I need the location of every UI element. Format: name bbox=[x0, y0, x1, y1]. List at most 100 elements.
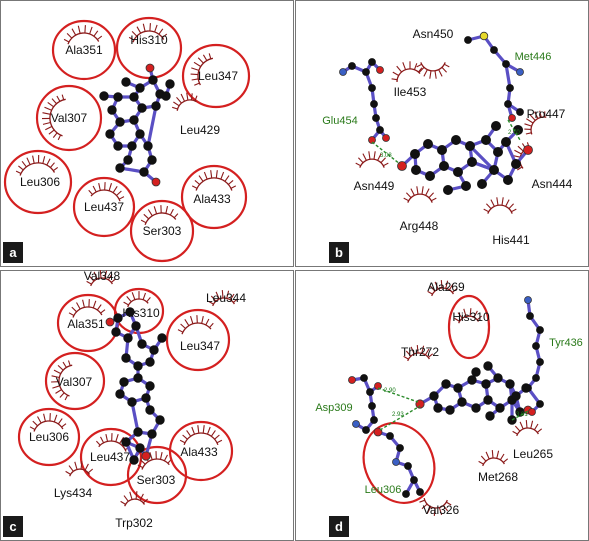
lash-spike bbox=[229, 293, 235, 301]
residue-val326-d: Val326 bbox=[423, 503, 460, 517]
atom bbox=[464, 36, 472, 44]
atom bbox=[467, 375, 477, 385]
lash-spike bbox=[419, 67, 425, 73]
atom bbox=[492, 146, 503, 157]
lash-spike bbox=[227, 179, 234, 185]
atom bbox=[500, 136, 511, 147]
lash-spike bbox=[198, 175, 204, 182]
lash-spike bbox=[355, 162, 361, 167]
lash-spike bbox=[416, 186, 419, 195]
atom bbox=[429, 391, 439, 401]
ring-ala351 bbox=[51, 19, 117, 81]
panel-a-label: a bbox=[9, 245, 17, 260]
residue-ala351-a: Ala351 bbox=[65, 43, 103, 57]
lash-spike bbox=[423, 69, 428, 77]
lash-spike bbox=[99, 270, 102, 279]
lash-spike bbox=[87, 468, 94, 474]
lash-spike bbox=[52, 166, 59, 172]
lash-spike bbox=[176, 96, 182, 104]
lash-spike bbox=[209, 322, 214, 328]
lash-spike bbox=[52, 385, 60, 389]
panel-b-label-box bbox=[329, 242, 349, 263]
atom bbox=[121, 437, 131, 447]
lash-spike bbox=[92, 185, 97, 193]
residue-met446-b-sticks bbox=[464, 31, 524, 122]
lash-spike bbox=[44, 106, 52, 111]
lash-spike bbox=[123, 301, 129, 306]
lash-spike bbox=[391, 78, 398, 81]
lash-spike bbox=[57, 134, 62, 141]
lash-spike bbox=[496, 450, 500, 459]
lash-spike bbox=[147, 209, 153, 217]
lash-spike bbox=[82, 299, 85, 308]
residue-ala433-a: Ala433 bbox=[193, 192, 231, 206]
atom bbox=[397, 161, 407, 171]
atom bbox=[121, 353, 131, 363]
atom bbox=[424, 170, 435, 181]
atom bbox=[129, 455, 139, 465]
lash-spike bbox=[154, 24, 158, 33]
lash-spike bbox=[214, 434, 220, 440]
atom bbox=[360, 374, 368, 382]
residue-leu429-a: Leu429 bbox=[180, 123, 220, 137]
residue-ala269-d: Ala269 bbox=[427, 280, 465, 294]
hbond-distance-d-1: 2.90 bbox=[384, 388, 396, 394]
lash-spike bbox=[42, 112, 51, 115]
atom bbox=[450, 134, 461, 145]
lash-spike bbox=[123, 495, 129, 502]
lash-spike bbox=[139, 459, 146, 465]
lash-spike bbox=[172, 106, 178, 110]
lash-arc bbox=[176, 99, 197, 111]
atom bbox=[536, 400, 544, 408]
residue-tyr436-d-sticks bbox=[524, 296, 544, 416]
lash-val307 bbox=[41, 94, 66, 141]
atom bbox=[135, 83, 145, 93]
atom bbox=[532, 342, 540, 350]
lash-leu347-c bbox=[177, 315, 214, 335]
hbond-d-3 bbox=[511, 409, 531, 421]
lash-spike bbox=[429, 285, 436, 292]
hbond-distance-d-2: 2.93 bbox=[392, 412, 404, 418]
lash-spike bbox=[46, 158, 51, 166]
lash-spike bbox=[142, 23, 146, 32]
atom bbox=[113, 313, 123, 323]
atom bbox=[516, 108, 524, 116]
lash-spike bbox=[377, 153, 382, 161]
lash-spike bbox=[539, 110, 542, 118]
lash-spike bbox=[182, 434, 188, 440]
residue-leu347-a: Leu347 bbox=[198, 69, 238, 83]
lash-spike bbox=[428, 192, 434, 198]
lash-spike bbox=[438, 69, 443, 77]
lash-spike bbox=[392, 71, 399, 76]
atom bbox=[135, 443, 145, 453]
atom bbox=[526, 312, 534, 320]
lash-spike bbox=[190, 93, 193, 101]
lash-his310-d bbox=[454, 308, 483, 324]
atom bbox=[511, 391, 521, 401]
panel-b-label: b bbox=[335, 245, 343, 260]
lash-spike bbox=[476, 315, 483, 321]
hbond-distance-d-3: 3.01 bbox=[516, 412, 528, 418]
lash-spike bbox=[51, 375, 60, 379]
atom bbox=[111, 327, 121, 337]
atom bbox=[376, 66, 384, 74]
residue-asn444-b: Asn444 bbox=[532, 177, 573, 191]
lash-arc bbox=[212, 297, 235, 307]
lash-spike bbox=[201, 315, 204, 324]
residue-ile453-b: Ile453 bbox=[394, 85, 427, 99]
lash-met268-d bbox=[478, 450, 509, 467]
lash-leu437 bbox=[88, 182, 125, 202]
atom bbox=[506, 84, 514, 92]
lash-lys434-c bbox=[65, 461, 94, 477]
lash-spike bbox=[530, 420, 534, 429]
lash-spike bbox=[96, 304, 102, 311]
lash-spike bbox=[194, 179, 201, 185]
lash-spike bbox=[52, 132, 58, 138]
atom bbox=[157, 333, 167, 343]
lash-spike bbox=[410, 346, 415, 355]
atom bbox=[107, 105, 117, 115]
lash-spike bbox=[18, 165, 24, 171]
ring-ser303 bbox=[129, 199, 195, 263]
lash-spike bbox=[159, 451, 163, 460]
lash-spike bbox=[92, 300, 97, 309]
